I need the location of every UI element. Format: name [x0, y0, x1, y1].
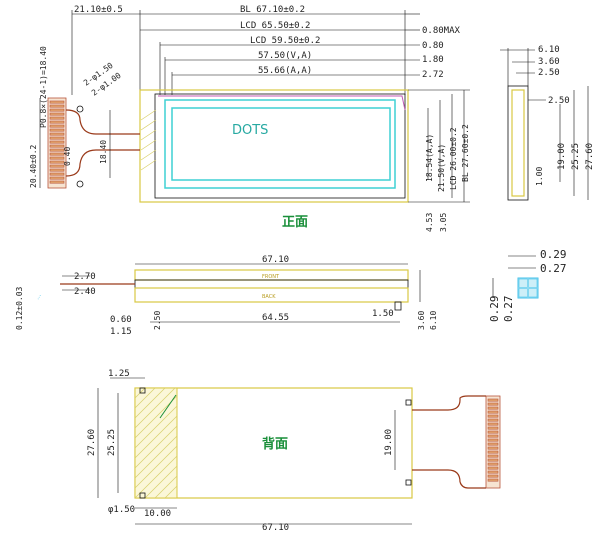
- fpc-pins: [49, 100, 65, 184]
- dim-pixel-w027: 0.27: [540, 262, 567, 275]
- pixel-detail: 0.29 0.27 0.29 0.27: [488, 248, 567, 322]
- dim-side-100: 1.00: [535, 167, 544, 186]
- edge-back-label: BACK: [262, 294, 276, 300]
- edge-glass: [134, 279, 409, 289]
- dim-pin-width: 0.40: [63, 147, 72, 166]
- dim-aa-width: 55.66(A,A): [258, 66, 312, 76]
- back-corner-bottom: [139, 492, 146, 499]
- dim-pixel-h029: 0.29: [488, 296, 501, 323]
- front-view-label: 正面: [282, 215, 308, 230]
- active-area: [171, 107, 391, 181]
- dim-pin-span: 18.40: [99, 140, 108, 164]
- fpc-trace-bottom: [65, 149, 140, 177]
- dim-edge-360: 3.60: [417, 311, 426, 330]
- edge-front-label: FRONT: [262, 274, 280, 280]
- dim-bot-a: 4.53: [425, 213, 434, 232]
- dim-back-125: 1.25: [108, 369, 130, 379]
- svg-text:…: …: [34, 292, 43, 301]
- fpc-trace-top: [65, 109, 140, 135]
- dim-bot-b: 3.05: [439, 213, 448, 232]
- back-view-label: 背面: [262, 436, 288, 452]
- bezel-hatch: [140, 109, 157, 171]
- dim-back-1900: 19.00: [384, 429, 394, 456]
- dim-va-width: 57.50(V,A): [258, 51, 312, 61]
- dim-edge-115: 1.15: [110, 327, 132, 337]
- dots-label: DOTS: [232, 123, 268, 138]
- back-fpc-link-bottom: [459, 481, 486, 489]
- dim-lcd-height: LCD 26.00±0.2: [449, 127, 458, 190]
- dim-edge-250: 2.50: [153, 311, 162, 330]
- dim-lcd-inner: LCD 59.50±0.2: [250, 36, 320, 46]
- dim-edge-270: 2.70: [74, 272, 96, 282]
- dim-pin-height: 20.40±0.2: [29, 144, 38, 188]
- dim-side-2525: 25.25: [571, 143, 581, 170]
- back-fpc-trace-top: [412, 399, 461, 411]
- right-side-view: 6.10 3.60 2.50 2.50 19.00 25.25 27.60 1.…: [500, 45, 595, 201]
- mount-hole-top: [76, 105, 84, 113]
- dim-lcd-width: LCD 65.50±0.2: [240, 21, 310, 31]
- dim-side-360: 3.60: [538, 57, 560, 67]
- dim-edge-240: 2.40: [74, 287, 96, 297]
- dim-edge-610: 6.10: [429, 311, 438, 330]
- dim-edge-width: 67.10: [262, 255, 289, 265]
- back-fpc-pins: [487, 398, 499, 482]
- dim-side-1900: 19.00: [557, 143, 567, 170]
- dim-272: 2.72: [422, 70, 444, 80]
- edge-view: 67.10 FRONT BACK 2.70 2.40 0.12±0.03 … 0…: [15, 255, 438, 337]
- dim-side-610: 6.10: [538, 45, 560, 55]
- dim-back-1000: 10.00: [144, 509, 171, 519]
- dim-aa-height: 18.54(A,A): [425, 134, 434, 182]
- edge-back-layer: [134, 287, 409, 303]
- magenta-guide: [158, 95, 406, 111]
- front-view: 21.10±0.5 BL 67.10±0.2 LCD 65.50±0.2 LCD…: [29, 5, 470, 232]
- dim-180: 1.80: [422, 55, 444, 65]
- edge-tab: [394, 301, 402, 311]
- dim-side-2760: 27.60: [585, 143, 595, 170]
- dim-pitch: P0.8×(24-1)=18.40: [39, 46, 48, 128]
- side-body: [507, 85, 529, 201]
- dim-080max: 0.80MAX: [422, 26, 461, 36]
- dim-edge-012: 0.12±0.03: [15, 286, 24, 330]
- dim-080: 0.80: [422, 41, 444, 51]
- mount-hole-bottom: [76, 180, 84, 188]
- dim-back-2525: 25.25: [107, 429, 117, 456]
- dim-va-height: 21.50(V,A): [437, 144, 446, 192]
- backlight-outline: [139, 89, 409, 203]
- back-corner-top: [139, 387, 146, 394]
- dim-back-width: 67.10: [262, 523, 289, 533]
- dim-fpc-offset: 21.10±0.5: [74, 5, 123, 15]
- dim-side-250: 2.50: [538, 68, 560, 78]
- dim-side-250b: 2.50: [548, 96, 570, 106]
- back-fpc-connector: [485, 395, 501, 489]
- side-bezel: [511, 89, 525, 197]
- dim-pixel-h027: 0.27: [502, 296, 515, 323]
- back-fpc-link-top: [459, 395, 486, 400]
- dim-bl-width: BL 67.10±0.2: [240, 5, 305, 15]
- back-fpc-trace-bottom: [412, 469, 461, 483]
- lcd-glass: [154, 93, 406, 199]
- back-arrow: [159, 394, 177, 419]
- dim-back-150: φ1.50: [108, 505, 135, 515]
- dim-edge-6455: 64.55: [262, 313, 289, 323]
- back-view: 背面: [87, 369, 501, 533]
- dim-edge-060: 0.60: [110, 315, 132, 325]
- dim-edge-150: 1.50: [372, 309, 394, 319]
- dim-back-2760: 27.60: [87, 429, 97, 456]
- back-hatch-lines: [134, 387, 178, 499]
- dim-bl-height: BL 27.60±0.2: [461, 124, 470, 182]
- viewing-area: [164, 99, 396, 189]
- dim-pixel-w029: 0.29: [540, 248, 567, 261]
